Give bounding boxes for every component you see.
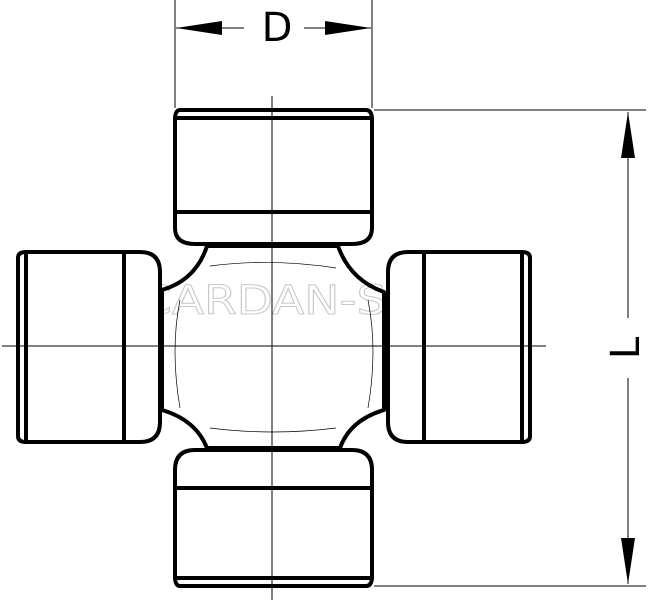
dimension-l: L: [374, 109, 649, 587]
bottom-bearing-cap: [173, 448, 374, 588]
arrowhead-top: [621, 112, 635, 158]
cross-body: [160, 244, 386, 450]
top-bearing-cap: [173, 108, 374, 246]
dimension-l-label: L: [603, 336, 649, 359]
arrowhead-right: [325, 21, 371, 35]
arrowhead-bottom: [621, 538, 635, 584]
dimension-d: D: [174, 0, 373, 108]
left-bearing-cap: [16, 250, 162, 444]
right-bearing-cap: [386, 250, 532, 444]
arrowhead-left: [176, 21, 222, 35]
dimension-d-label: D: [262, 5, 293, 51]
center-lines: [2, 96, 546, 600]
